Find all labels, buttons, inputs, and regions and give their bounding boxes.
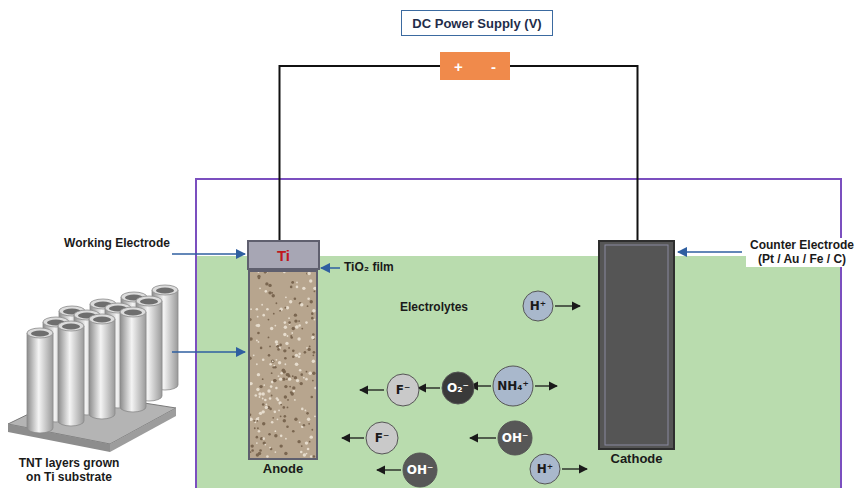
node-label: Anode [263,461,303,476]
callout-label: Counter Electrode (Pt / Au / Fe / C) [746,238,858,267]
pointer-arrow [678,251,742,253]
callout-label: TiO₂ film [344,260,424,274]
node-label: Cathode [611,451,663,466]
ti-substrate-edge [110,408,176,452]
pointer-arrow [321,267,340,269]
ion-symbol: F⁻ [375,431,390,445]
nanotube-array [27,285,178,433]
circuit-wire [280,66,441,240]
callout-label: TNT layers grown on Ti substrate [10,456,128,485]
titanium-cap: Ti [247,240,320,270]
electrode-frame [600,242,673,448]
pointer-arrow [172,253,245,255]
cathode-electrode: Cathode [598,240,675,450]
ion-symbol: H⁺ [530,299,546,313]
ion-circle: NH₄⁺ [492,365,534,407]
pointer-arrow [172,351,245,353]
ion-circle: OH⁻ [402,452,438,488]
cell-container [196,179,841,488]
polarity-sign: + [454,58,463,75]
callout-label: Working Electrode [62,236,172,250]
speckle-texture [250,272,316,458]
ion-circle: F⁻ [365,421,399,455]
ion-symbol: OH⁻ [407,463,434,477]
ion-symbol: OH⁻ [502,431,529,445]
ion-circle: H⁺ [529,453,561,485]
anode-electrode: Anode [248,270,318,460]
ion-circle: F⁻ [386,373,420,407]
polarity-sign: - [491,58,496,75]
node-label: Ti [277,247,290,264]
electrolyte-bath [197,256,840,488]
battery-symbol: +- [440,52,510,80]
ti-substrate-edge [8,424,110,452]
ion-symbol: O₂⁻ [447,381,469,395]
node-label: DC Power Supply (V) [412,16,541,31]
power-supply-box: DC Power Supply (V) [401,10,552,36]
ion-circle: OH⁻ [497,420,533,456]
circuit-wire [510,66,638,240]
ion-symbol: NH₄⁺ [497,379,529,393]
ion-motion-arrows [342,306,587,470]
region-label: Electrolytes [400,300,500,314]
ion-symbol: F⁻ [396,383,411,397]
ion-symbol: H⁺ [537,462,553,476]
ion-circle: H⁺ [522,290,554,322]
ion-circle: O₂⁻ [441,371,475,405]
